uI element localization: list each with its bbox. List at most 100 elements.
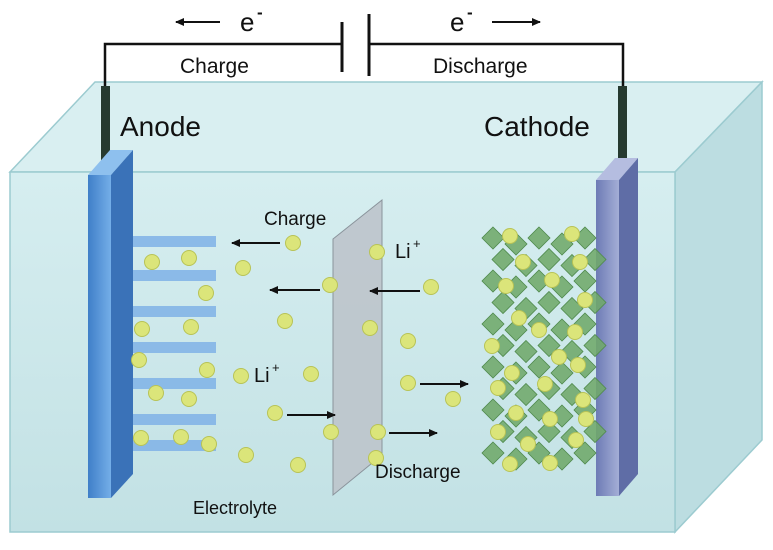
cathode-crystal: [491, 247, 515, 272]
lithium-ion: [285, 235, 301, 251]
cathode-crystal: [481, 226, 505, 250]
graphite-layer: [133, 440, 216, 451]
lithium-ion: [564, 226, 580, 242]
lithium-ion: [201, 436, 217, 452]
graphite-layer: [133, 414, 216, 425]
ion-flow-arrows: [231, 239, 469, 437]
lithium-ion: [577, 292, 593, 308]
electron-charge-right: -: [467, 3, 473, 22]
lithium-ion: [498, 278, 514, 294]
cathode-crystal: [537, 247, 561, 272]
lithium-ion: [148, 385, 164, 401]
lithium-ion: [490, 424, 506, 440]
cathode-crystal: [583, 376, 607, 401]
electron-label-right: e: [450, 7, 464, 37]
lithium-ion: [572, 254, 588, 270]
lithium-ion: [531, 322, 547, 338]
lithium-ion: [542, 455, 558, 471]
lithium-ion: [445, 391, 461, 407]
lithium-ion: [369, 244, 385, 260]
lithium-ion: [267, 405, 283, 421]
cathode-crystal: [537, 419, 561, 444]
charge-label-inner: Charge: [264, 209, 326, 230]
circuit-wire-left: [103, 42, 342, 92]
external-circuit: [103, 14, 625, 92]
circuit-wire-right: [369, 42, 625, 92]
cathode-crystal: [573, 441, 597, 465]
lithium-ion: [233, 368, 249, 384]
cathode-crystal: [527, 226, 551, 250]
cathode-electrode: [596, 158, 638, 496]
lithium-ion: [322, 277, 338, 293]
cathode-crystal: [550, 361, 574, 385]
li-ion-charge-left: +: [272, 360, 280, 375]
lithium-ion: [578, 411, 594, 427]
lithium-ion: [484, 338, 500, 354]
lithium-ion: [502, 228, 518, 244]
lithium-ion: [423, 279, 439, 295]
lithium-ion: [362, 320, 378, 336]
anode-label: Anode: [120, 111, 201, 142]
lithium-ion: [508, 405, 524, 421]
graphite-layer: [133, 306, 216, 317]
lithium-ion: [502, 456, 518, 472]
lithium-ion: [199, 362, 215, 378]
cathode-crystal: [537, 290, 561, 315]
cathode-label: Cathode: [484, 111, 590, 142]
lithium-ion: [323, 424, 339, 440]
lithium-ion: [551, 349, 567, 365]
graphite-layers: [133, 236, 216, 451]
discharge-label-top: Discharge: [433, 55, 528, 78]
lithium-ion: [131, 352, 147, 368]
lithium-ion: [198, 285, 214, 301]
lithium-ion: [173, 429, 189, 445]
lithium-ion: [183, 319, 199, 335]
lithium-ion: [277, 313, 293, 329]
cathode-crystal: [583, 333, 607, 358]
lithium-ion: [181, 250, 197, 266]
lithium-ion: [570, 357, 586, 373]
lithium-ion: [238, 447, 254, 463]
electrolyte-label: Electrolyte: [193, 498, 277, 518]
lithium-ion: [537, 376, 553, 392]
cathode-crystal: [481, 441, 505, 465]
lithium-ions: [131, 226, 594, 473]
lithium-ion: [368, 450, 384, 466]
lithium-ion: [567, 324, 583, 340]
cathode-terminal: [618, 86, 627, 166]
graphite-layer: [133, 342, 216, 353]
lithium-ion: [575, 392, 591, 408]
electron-charge-left: -: [257, 3, 263, 22]
cathode-crystal: [481, 312, 505, 336]
lithium-ion: [515, 254, 531, 270]
cathode-crystal: [514, 382, 538, 407]
li-ion-label-left: Li: [254, 365, 270, 387]
lithium-ion: [511, 310, 527, 326]
lithium-ion: [400, 333, 416, 349]
lithium-ion: [133, 430, 149, 446]
lithium-ion: [520, 436, 536, 452]
anode-electrode: [88, 150, 133, 498]
lithium-ion: [490, 380, 506, 396]
cathode-crystal: [514, 339, 538, 364]
electron-label-left: e: [240, 7, 254, 37]
lithium-ion: [370, 424, 386, 440]
charge-label-top: Charge: [180, 55, 249, 78]
lithium-ion: [144, 254, 160, 270]
anode-terminal: [101, 86, 110, 166]
li-ion-label-right: Li: [395, 241, 411, 263]
lithium-ion: [303, 366, 319, 382]
li-ion-charge-right: +: [413, 236, 421, 251]
cathode-crystal: [583, 247, 607, 272]
lithium-ion: [181, 391, 197, 407]
cathode-crystal: [491, 290, 515, 315]
lithium-ion: [542, 411, 558, 427]
discharge-label-inner: Discharge: [375, 462, 461, 483]
cathode-crystal: [481, 355, 505, 379]
lithium-ion: [568, 432, 584, 448]
graphite-layer: [133, 378, 216, 389]
cathode-crystal: [550, 318, 574, 342]
cathode-crystal: [527, 355, 551, 379]
